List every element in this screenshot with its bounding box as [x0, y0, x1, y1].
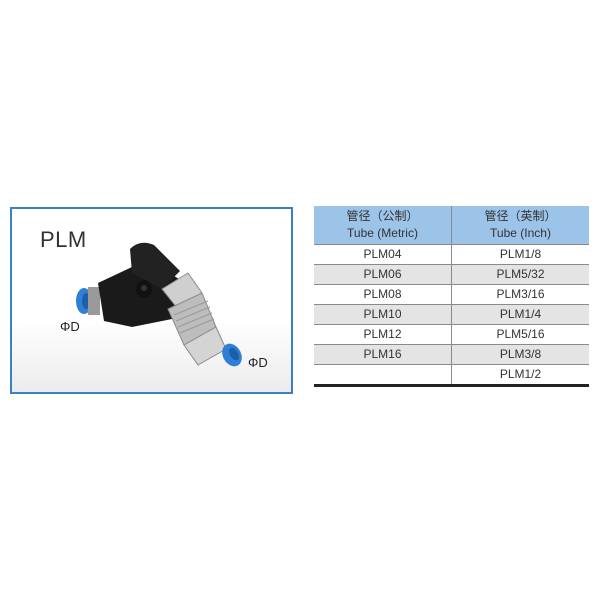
- table-header-row: 管径（公制） Tube (Metric) 管径（英制） Tube (Inch): [314, 206, 589, 245]
- inch-cell: PLM1/4: [451, 304, 589, 325]
- inch-cell: PLM5/32: [451, 264, 589, 285]
- metric-cell: PLM04: [314, 244, 452, 265]
- header-inch-en: Tube (Inch): [490, 226, 551, 240]
- product-model-title: PLM: [40, 227, 87, 252]
- metric-cell: PLM12: [314, 324, 452, 345]
- metric-cell: PLM10: [314, 304, 452, 325]
- port-diameter-label-left: ΦD: [60, 319, 80, 334]
- inch-cell: PLM1/8: [451, 244, 589, 265]
- inch-cell: PLM1/2: [451, 364, 589, 387]
- table-row: PLM12 PLM5/16: [314, 324, 589, 345]
- header-inch-cn: 管径（英制）: [484, 209, 557, 223]
- header-metric-en: Tube (Metric): [347, 226, 418, 240]
- metric-cell: [314, 364, 452, 387]
- inch-cell: PLM3/16: [451, 284, 589, 305]
- table-row: PLM06 PLM5/32: [314, 264, 589, 285]
- table-row: PLM16 PLM3/8: [314, 344, 589, 365]
- table-row: PLM04 PLM1/8: [314, 244, 589, 265]
- elbow-fitting-image: [76, 242, 242, 367]
- table-row: PLM1/2: [314, 364, 589, 387]
- metric-cell: PLM16: [314, 344, 452, 365]
- header-metric: 管径（公制） Tube (Metric): [314, 206, 452, 245]
- product-image-panel: PLM ΦD ΦD: [10, 207, 293, 394]
- metric-cell: PLM08: [314, 284, 452, 305]
- inch-cell: PLM5/16: [451, 324, 589, 345]
- header-inch: 管径（英制） Tube (Inch): [451, 206, 589, 245]
- table-row: PLM08 PLM3/16: [314, 284, 589, 305]
- metric-cell: PLM06: [314, 264, 452, 285]
- inch-cell: PLM3/8: [451, 344, 589, 365]
- table-row: PLM10 PLM1/4: [314, 304, 589, 325]
- model-size-table: 管径（公制） Tube (Metric) 管径（英制） Tube (Inch) …: [314, 206, 589, 387]
- header-metric-cn: 管径（公制）: [346, 209, 419, 223]
- port-diameter-label-right: ΦD: [248, 355, 268, 370]
